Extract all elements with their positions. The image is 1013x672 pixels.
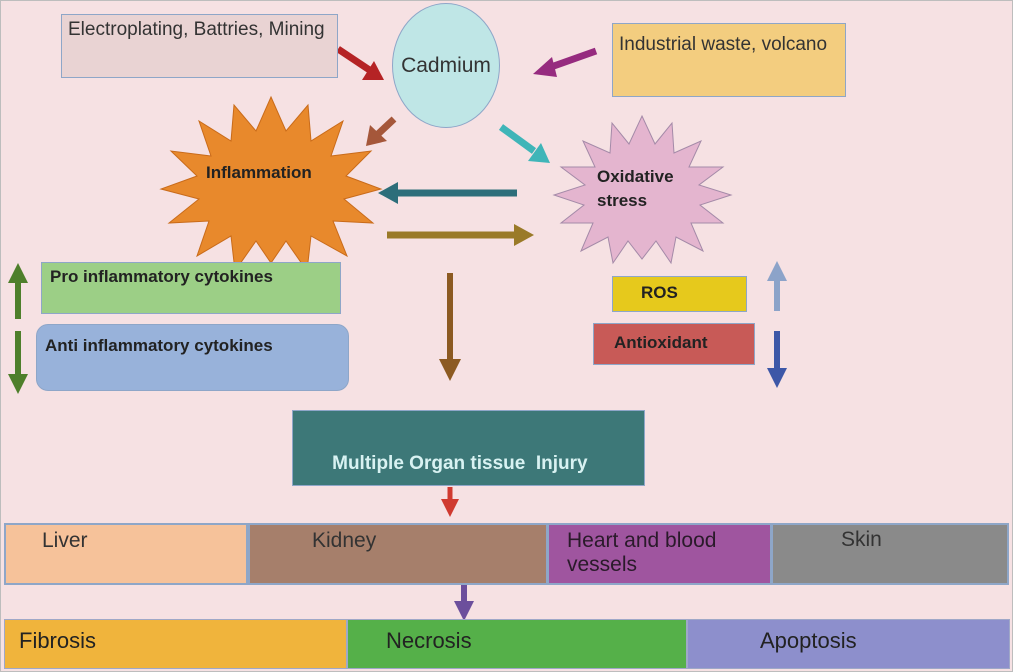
arrowhead-anti-down	[8, 374, 28, 394]
source-box-left: Electroplating, Battries, Mining	[61, 14, 338, 78]
arrowhead-right-to-cadmium	[533, 57, 557, 77]
injury-box: Multiple Organ tissue Injury	[292, 410, 645, 486]
anti-inflammatory-box: Anti inflammatory cytokines	[36, 324, 349, 391]
arrowhead-injury-to-tissues	[441, 499, 459, 517]
arrowhead-pro-up	[8, 263, 28, 283]
oxidative-burst-shape	[552, 114, 733, 265]
antioxidant-label: Antioxidant	[614, 333, 708, 352]
tissue-kidney: Kidney	[248, 523, 548, 585]
inflammation-label: Inflammation	[206, 163, 312, 182]
injury-label: Multiple Organ tissue Injury	[332, 453, 588, 474]
ros-label: ROS	[641, 283, 678, 302]
inflammation-burst-shape	[159, 95, 383, 273]
outcome-apoptosis: Apoptosis	[687, 619, 1010, 669]
tissue-kidney-label: Kidney	[312, 529, 377, 552]
ros-box: ROS	[612, 276, 747, 312]
oxidative-stress-label: Oxidative stress	[597, 167, 674, 210]
arrowhead-ros-up	[767, 261, 787, 281]
tissue-skin: Skin	[771, 523, 1009, 585]
cadmium-node: Cadmium	[392, 3, 500, 128]
outcome-necrosis-label: Necrosis	[386, 628, 472, 653]
arrow-cadmium-to-inflammation	[375, 116, 397, 137]
cadmium-label: Cadmium	[401, 53, 491, 77]
outcome-apoptosis-label: Apoptosis	[760, 628, 857, 653]
arrowhead-cadmium-to-inflammation	[366, 125, 387, 146]
tissue-heart-label: Heart and blood vessels	[567, 529, 717, 576]
arrow-cadmium-to-oxidative	[498, 124, 537, 154]
arrowhead-tissues-to-outcomes	[454, 601, 474, 621]
tissue-skin-label: Skin	[841, 528, 882, 551]
anti-inflammatory-label: Anti inflammatory cytokines	[45, 336, 273, 355]
arrow-left-to-cadmium	[336, 46, 373, 74]
outcome-necrosis: Necrosis	[347, 619, 687, 669]
arrow-right-to-cadmium	[549, 47, 598, 71]
arrowhead-inflammation-to-oxidative	[514, 224, 534, 246]
arrowhead-left-to-cadmium	[362, 61, 384, 80]
source-right-label: Industrial waste, volcano	[619, 34, 828, 55]
source-box-right: Industrial waste, volcano	[612, 23, 846, 97]
pro-inflammatory-label: Pro inflammatory cytokines	[50, 267, 273, 286]
outcome-fibrosis: Fibrosis	[4, 619, 347, 669]
arrowhead-cadmium-to-oxidative	[528, 143, 550, 163]
arrowhead-antioxidant-down	[767, 368, 787, 388]
antioxidant-box: Antioxidant	[593, 323, 755, 365]
arrowhead-oxidative-to-inflammation	[378, 182, 398, 204]
pro-inflammatory-box: Pro inflammatory cytokines	[41, 262, 341, 314]
tissue-liver: Liver	[4, 523, 248, 585]
tissue-heart: Heart and blood vessels	[547, 523, 772, 585]
tissue-liver-label: Liver	[42, 529, 88, 552]
outcome-fibrosis-label: Fibrosis	[19, 628, 97, 653]
source-left-label: Electroplating, Battries, Mining	[68, 19, 325, 40]
arrowhead-to-injury	[439, 359, 461, 381]
